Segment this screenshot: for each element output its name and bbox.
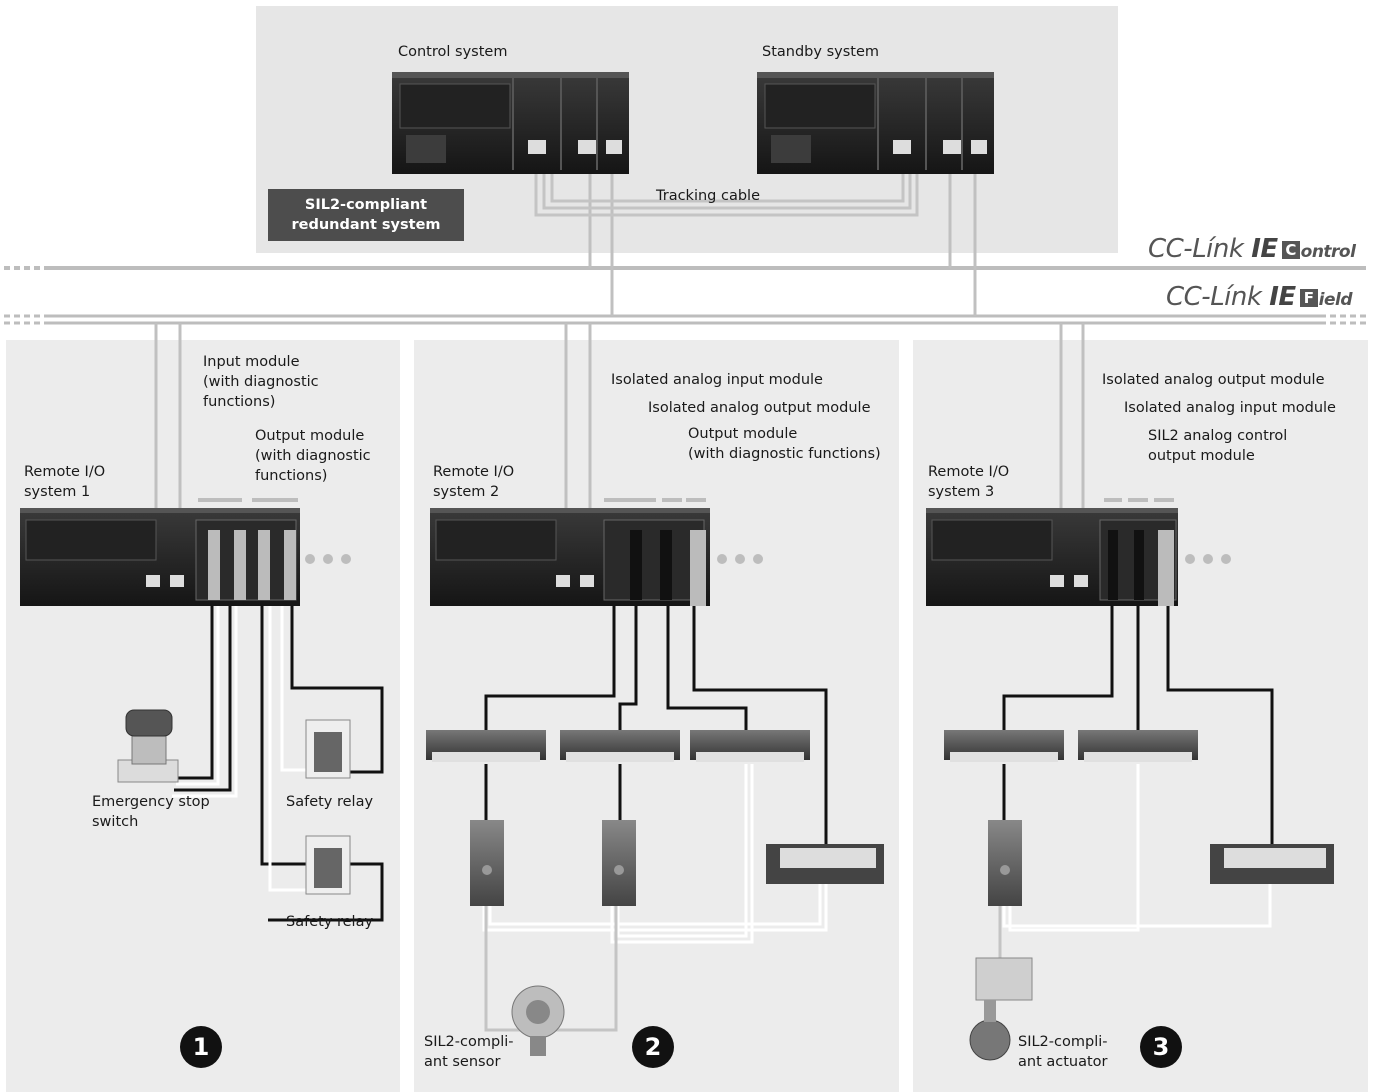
control-system-label: Control system — [398, 44, 508, 60]
safety-relay-2-label: Safety relay — [286, 914, 374, 930]
system3-number-badge: 3 — [1140, 1026, 1182, 1068]
terminal-block-2a — [426, 730, 546, 762]
safety-relay-1 — [305, 719, 351, 779]
system2-panel — [414, 340, 899, 1092]
system3-module-b-label: Isolated analog input module — [1124, 400, 1336, 416]
terminal-block-3b — [1078, 730, 1198, 762]
input-module-label: Input module (with diagnostic functions) — [203, 354, 319, 410]
system2-module-a-label: Isolated analog input module — [611, 372, 823, 388]
io-unit-3 — [1210, 844, 1334, 884]
terminal-block-2c — [690, 730, 810, 762]
remote-io-2-plc — [430, 508, 710, 606]
system1-panel — [6, 340, 400, 1092]
remote-io-1-title: Remote I/O system 1 — [24, 464, 106, 500]
remote-io-1-plc — [20, 508, 300, 606]
system2-number-badge: 2 — [632, 1026, 674, 1068]
system3-module-a-label: Isolated analog output module — [1102, 372, 1325, 388]
system2-sensor-wiring — [484, 906, 618, 1032]
terminal-block-2b — [560, 730, 680, 762]
system2-wiring-dark — [484, 606, 828, 846]
tracking-cable-label: Tracking cable — [656, 188, 760, 204]
system3-wiring-dark — [1002, 606, 1274, 846]
control-logo-suffix: ontrol — [1300, 242, 1356, 262]
control-logo-ie: IE — [1251, 234, 1278, 264]
sil2-sensor — [511, 985, 565, 1056]
barrier-3a — [988, 820, 1022, 906]
ellipsis-dots-3 — [1185, 554, 1231, 564]
sil2-actuator — [969, 957, 1033, 1061]
barrier-2a — [470, 820, 504, 906]
system1-wiring — [172, 606, 384, 922]
safety-relay-2 — [305, 835, 351, 895]
system1-number-badge: 1 — [180, 1026, 222, 1068]
ellipsis-dots-2 — [717, 554, 763, 564]
system3-wiring-light — [1002, 764, 1272, 932]
safety-relay-1-label: Safety relay — [286, 794, 374, 810]
remote-io-2-title: Remote I/O system 2 — [433, 464, 515, 500]
sil2-redundant-badge: SIL2-compliant redundant system — [268, 189, 464, 241]
emergency-stop-switch — [117, 709, 179, 783]
terminal-block-3a — [944, 730, 1064, 762]
field-logo-ie: IE — [1269, 282, 1296, 312]
system2-module-c-label: Output module (with diagnostic functions… — [688, 426, 881, 462]
control-system-plc — [392, 72, 629, 174]
io-unit-2 — [766, 844, 884, 884]
remote-io-3-plc — [926, 508, 1178, 606]
standby-system-label: Standby system — [762, 44, 879, 60]
ellipsis-dots-1 — [305, 554, 351, 564]
field-logo-main: CC-Línk — [1166, 282, 1262, 312]
system2-wiring-light — [482, 764, 828, 944]
control-logo-letter: C — [1281, 241, 1300, 259]
system3-module-c-label: SIL2 analog control output module — [1148, 428, 1288, 464]
sil2-actuator-label: SIL2-compli- ant actuator — [1018, 1034, 1108, 1070]
barrier-2b — [602, 820, 636, 906]
output-module-label: Output module (with diagnostic functions… — [255, 428, 371, 484]
field-logo-suffix: ield — [1318, 290, 1353, 310]
cc-link-field-bus — [4, 314, 1368, 325]
system2-module-b-label: Isolated analog output module — [648, 400, 871, 416]
field-logo-letter: F — [1299, 289, 1318, 307]
remote-io-3-title: Remote I/O system 3 — [928, 464, 1010, 500]
sil2-sensor-label: SIL2-compli- ant sensor — [424, 1034, 514, 1070]
control-logo-main: CC-Línk — [1148, 234, 1244, 264]
emergency-stop-label: Emergency stop switch — [92, 794, 210, 830]
standby-system-plc — [757, 72, 994, 174]
